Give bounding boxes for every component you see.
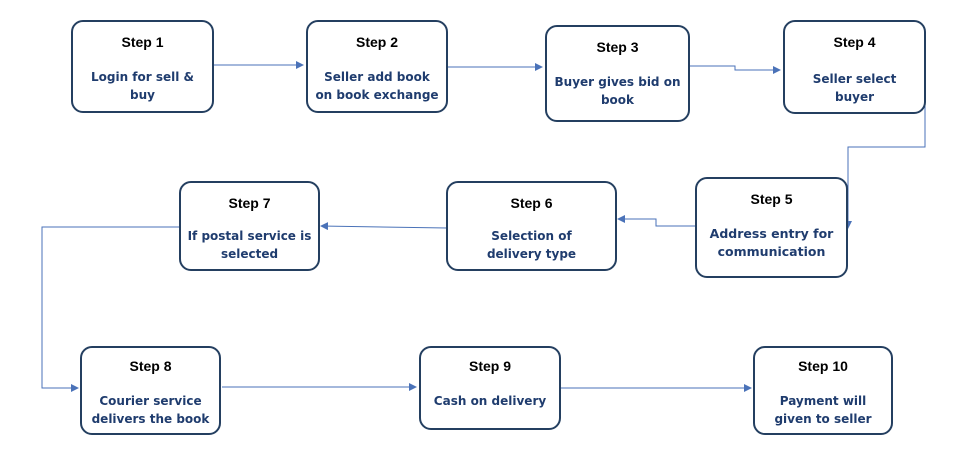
step-10-box: Step 10 Payment will given to seller xyxy=(753,346,893,435)
step-4-title: Step 4 xyxy=(833,34,876,50)
step-9-title: Step 9 xyxy=(468,358,511,374)
step-3-text: Buyer gives bid on book xyxy=(554,75,681,107)
arrow-step6-to-step7 xyxy=(320,222,448,231)
step-7-text: If postal service is selected xyxy=(187,229,312,261)
step-10-text: Payment will given to seller xyxy=(774,394,872,426)
step-3-box: Step 3 Buyer gives bid on book xyxy=(545,25,690,122)
step-9-text: Cash on delivery xyxy=(433,394,547,408)
step-2-title: Step 2 xyxy=(355,34,398,50)
step-2-text: Seller add book on book exchange xyxy=(315,70,439,102)
step-7-box: Step 7 If postal service is selected xyxy=(179,181,320,271)
step-4-box: Step 4 Seller select buyer xyxy=(783,20,926,114)
step-5-box: Step 5 Address entry for communication xyxy=(695,177,848,278)
step-6-text: Selection of delivery type xyxy=(486,229,577,261)
step-7-title: Step 7 xyxy=(228,195,271,211)
step-8-box: Step 8 Courier service delivers the book xyxy=(80,346,221,435)
arrow-step5-to-step6 xyxy=(617,215,695,227)
step-10-title: Step 10 xyxy=(798,358,848,374)
arrow-step7-to-step8 xyxy=(41,226,179,392)
step-2-box: Step 2 Seller add book on book exchange xyxy=(306,20,448,113)
step-9-box: Step 9 Cash on delivery xyxy=(419,346,561,430)
step-5-text: Address entry for communication xyxy=(709,226,834,259)
step-1-title: Step 1 xyxy=(121,34,164,50)
arrow-step4-to-step5 xyxy=(844,102,926,229)
step-5-title: Step 5 xyxy=(750,191,793,207)
step-8-title: Step 8 xyxy=(129,358,172,374)
step-1-text: Login for sell & buy xyxy=(90,70,195,102)
arrow-step3-to-step4 xyxy=(690,65,781,74)
step-3-title: Step 3 xyxy=(596,39,639,55)
step-1-box: Step 1 Login for sell & buy xyxy=(71,20,214,113)
step-6-box: Step 6 Selection of delivery type xyxy=(446,181,617,271)
step-6-title: Step 6 xyxy=(510,195,553,211)
step-8-text: Courier service delivers the book xyxy=(91,394,210,426)
step-4-text: Seller select buyer xyxy=(812,72,897,104)
